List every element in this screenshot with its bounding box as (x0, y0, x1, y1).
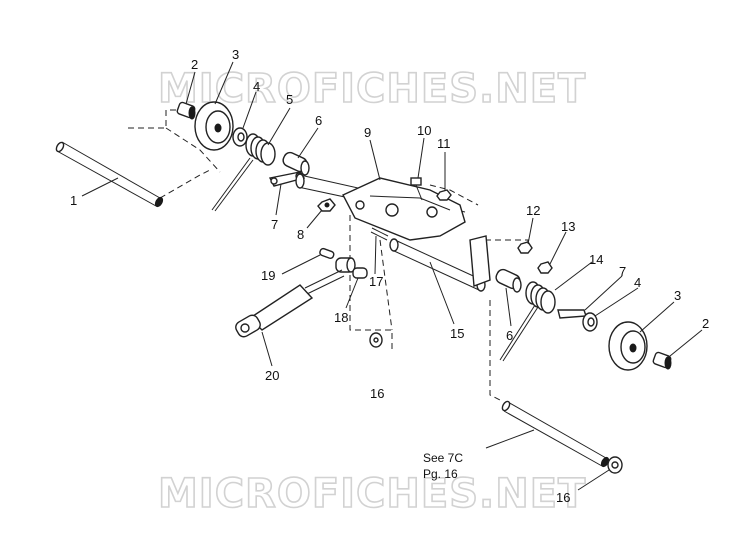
callout-7-upper: 7 (271, 217, 278, 232)
note-see: See 7C (423, 451, 463, 465)
lower-pin (501, 400, 610, 468)
part-1-shaft (55, 141, 164, 208)
callout-18: 18 (334, 310, 348, 325)
part-7-link-lower (557, 309, 587, 319)
part-12-nut (517, 241, 533, 254)
callout-2-lower: 2 (702, 316, 709, 331)
part-15-lower-shaft (389, 238, 486, 292)
callout-2-upper: 2 (191, 57, 198, 72)
part-4-washer-lower (582, 312, 598, 332)
part-20-shock (235, 269, 345, 338)
callout-12: 12 (526, 203, 540, 218)
callout-15: 15 (450, 326, 464, 341)
callout-16-mid: 16 (370, 386, 384, 401)
right-end-plate (469, 235, 491, 287)
callout-6-lower: 6 (506, 328, 513, 343)
part-19-pin (319, 247, 335, 260)
part-11-nut (436, 189, 452, 201)
part-6-bushing-upper (282, 151, 310, 176)
callout-5: 5 (286, 92, 293, 107)
callout-10: 10 (417, 123, 431, 138)
part-3-wheel-lower (608, 321, 648, 371)
callout-6-upper: 6 (315, 113, 322, 128)
part-14-spring-lower (499, 281, 556, 362)
leader-lines (81, 61, 703, 491)
watermark-bottom: MICROFICHES.NET (158, 471, 586, 517)
part-17-pin (370, 227, 389, 241)
callout-8: 8 (297, 227, 304, 242)
callout-13: 13 (561, 219, 575, 234)
callout-20: 20 (265, 368, 279, 383)
callout-3-upper: 3 (232, 47, 239, 62)
callout-1: 1 (70, 193, 77, 208)
callout-11: 11 (437, 136, 451, 151)
callout-17: 17 (369, 274, 383, 289)
part-2-bushing-lower (652, 351, 672, 370)
part-2-bushing-upper (176, 101, 196, 120)
part-13-nut (537, 261, 553, 274)
part-4-washer-upper (232, 127, 248, 147)
callout-14: 14 (589, 252, 603, 267)
callout-16-lower: 16 (556, 490, 570, 505)
part-16-washer-lower (607, 456, 623, 474)
part-10-bolt (410, 177, 423, 201)
callout-7-lower: 7 (619, 264, 626, 279)
callout-19: 19 (261, 268, 275, 283)
part-5-spring-upper (211, 133, 276, 212)
part-18-bushing (352, 267, 368, 279)
callout-9: 9 (364, 125, 371, 140)
note-page: Pg. 16 (423, 467, 458, 481)
callout-4-upper: 4 (253, 79, 260, 94)
part-8-nut (317, 198, 336, 212)
part-9-bracket (342, 177, 466, 241)
part-16-washer-mid (369, 332, 383, 348)
callout-4-lower: 4 (634, 275, 641, 290)
callout-3-lower: 3 (674, 288, 681, 303)
part-6-bushing-lower (495, 268, 522, 293)
part-shock-eye (335, 257, 356, 273)
part-3-wheel-upper (194, 101, 234, 151)
